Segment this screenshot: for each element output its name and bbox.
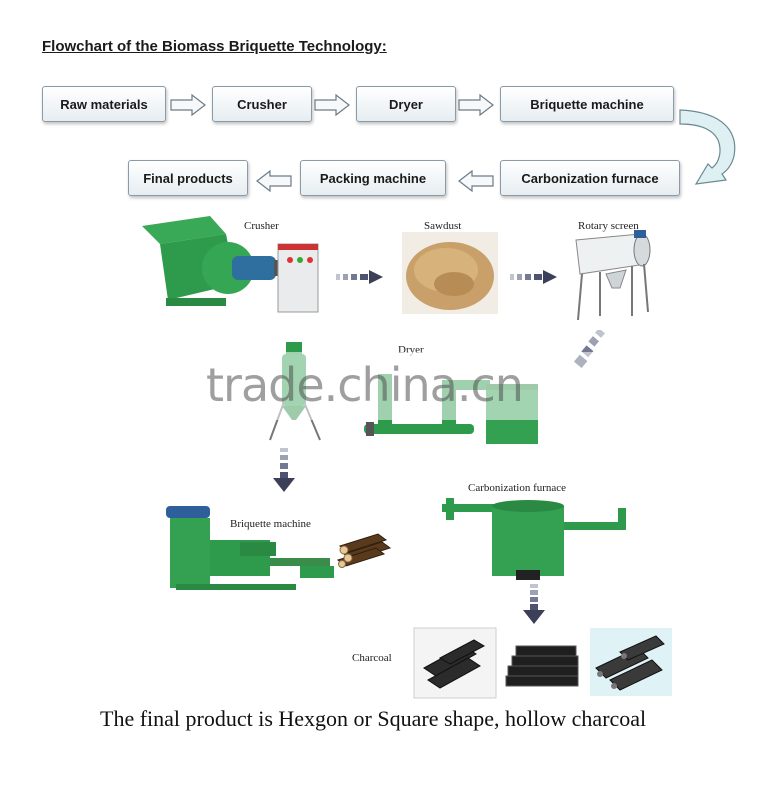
charcoal-square-image [505,645,579,687]
flowchart-title: Flowchart of the Biomass Briquette Techn… [42,38,387,55]
box-dryer-label: Dryer [389,96,423,112]
charcoal-hollow-image [590,628,672,696]
label-rotary-screen: Rotary screen [578,220,639,232]
label-carbonization-furnace: Carbonization furnace [468,482,567,494]
watermark-band [0,352,761,420]
rotary-screen-image [575,230,651,321]
box-crusher-label: Crusher [237,96,287,112]
dashed-arrow-down-2 [523,584,545,624]
crusher-machine-image [142,216,319,313]
flow-arrow-1 [170,94,206,116]
flow-arrow-4 [458,170,494,192]
box-dryer: Dryer [356,86,456,122]
label-crusher: Crusher [244,220,279,232]
box-carbonization-furnace: Carbonization furnace [500,160,680,196]
dashed-arrow-down-1 [273,448,295,492]
box-final-products-label: Final products [143,170,233,186]
label-briquette-machine: Briquette machine [230,518,311,530]
label-charcoal: Charcoal [352,652,392,664]
label-sawdust: Sawdust [424,220,462,232]
dashed-arrow-2 [510,270,557,284]
curved-arrow-down [679,109,736,185]
briquette-machine-image [166,506,334,590]
box-raw-materials: Raw materials [42,86,166,122]
dashed-arrow-1 [336,270,383,284]
box-briquette-machine: Briquette machine [500,86,674,122]
box-final-products: Final products [128,160,248,196]
caption: The final product is Hexgon or Square sh… [100,706,647,731]
watermark-text: trade.china.cn [206,358,524,412]
box-crusher: Crusher [212,86,312,122]
flow-arrow-5 [256,170,292,192]
box-raw-materials-label: Raw materials [60,96,148,112]
sawdust-image [402,232,498,314]
charcoal-hexagon-image [413,627,497,699]
briquette-sticks-image [336,533,392,568]
carbonization-furnace-image [442,498,626,580]
flow-arrow-3 [458,94,494,116]
box-briquette-machine-label: Briquette machine [530,96,644,112]
flow-arrow-2 [314,94,350,116]
box-packing-machine-label: Packing machine [319,170,427,186]
box-carbonization-furnace-label: Carbonization furnace [521,170,659,186]
box-packing-machine: Packing machine [300,160,446,196]
